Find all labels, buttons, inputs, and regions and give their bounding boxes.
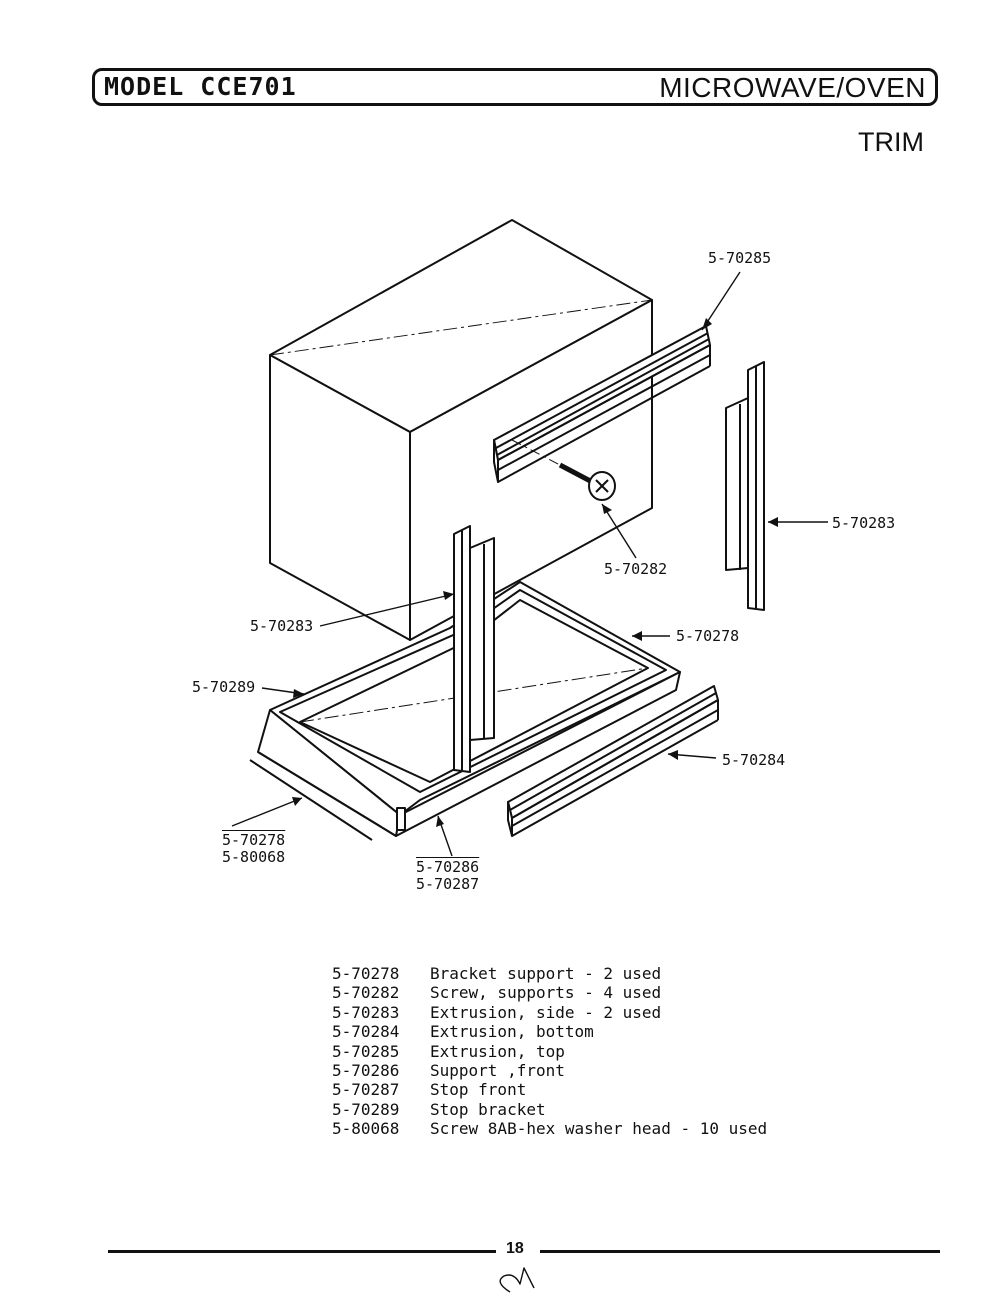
left-side-extrusion — [453, 525, 495, 773]
part-description: Screw 8AB-hex washer head - 10 used — [430, 1119, 768, 1139]
callout-corner-a: 5-70278 — [222, 831, 286, 849]
top-extrusion — [493, 325, 711, 483]
part-number: 5-80068 — [332, 1119, 400, 1139]
part-description: Stop bracket — [430, 1099, 546, 1119]
part-number: 5-70287 — [332, 1080, 400, 1100]
callout-front-group: 5-70286 5-70287 — [416, 859, 479, 893]
part-number: 5-70278 — [332, 964, 400, 983]
table-row: 5-70278 Bracket support - 2 used — [332, 964, 767, 983]
part-number: 5-70282 — [332, 983, 400, 1003]
leader-arrows — [292, 318, 778, 827]
part-number: 5-70285 — [332, 1041, 400, 1061]
page-number: 18 — [506, 1240, 524, 1257]
callout-screw: 5-70282 — [604, 560, 668, 578]
right-side-extrusion — [725, 361, 765, 611]
screw — [511, 439, 616, 501]
table-row: 5-70286 Support ,front — [332, 1061, 767, 1080]
callout-left-side-extrusion: 5-70283 — [250, 617, 314, 635]
callout-corner-group: 5-70278 5-80068 — [222, 832, 285, 866]
part-number: 5-70284 — [332, 1022, 400, 1042]
callout-front-b: 5-70287 — [416, 875, 480, 893]
product-label: MICROWAVE/OVEN — [659, 72, 926, 103]
section-title: TRIM — [858, 127, 924, 157]
callout-bottom-extrusion: 5-70284 — [722, 751, 786, 769]
footer-rule-left — [108, 1250, 496, 1253]
part-number: 5-70283 — [332, 1002, 400, 1022]
callout-stop-bracket: 5-70289 — [192, 678, 256, 696]
callout-right-side-extrusion: 5-70283 — [832, 514, 896, 532]
part-description: Support ,front — [430, 1061, 565, 1081]
callout-bracket-support: 5-70278 — [676, 627, 740, 645]
bottom-extrusion — [507, 685, 719, 837]
part-description: Extrusion, top — [430, 1041, 565, 1061]
part-description: Extrusion, side - 2 used — [430, 1002, 662, 1022]
table-row: 5-70285 Extrusion, top — [332, 1042, 767, 1061]
callout-top-extrusion: 5-70285 — [708, 249, 772, 267]
table-row: 5-70287 Stop front — [332, 1080, 767, 1099]
part-description: Screw, supports - 4 used — [430, 983, 662, 1003]
part-description: Stop front — [430, 1080, 527, 1100]
table-row: 5-70284 Extrusion, bottom — [332, 1022, 767, 1041]
callout-corner-b: 5-80068 — [222, 848, 286, 866]
footer-mark — [499, 1267, 535, 1293]
table-row: 5-70289 Stop bracket — [332, 1100, 767, 1119]
header-frame — [92, 68, 938, 106]
footer-rule-right — [540, 1250, 940, 1253]
callout-front-a: 5-70286 — [416, 858, 480, 876]
part-description: Bracket support - 2 used — [430, 964, 662, 983]
part-description: Extrusion, bottom — [430, 1022, 594, 1042]
table-row: 5-70282 Screw, supports - 4 used — [332, 983, 767, 1002]
part-number: 5-70289 — [332, 1099, 400, 1119]
model-label: MODEL CCE701 — [104, 72, 297, 101]
table-row: 5-80068 Screw 8AB-hex washer head - 10 us… — [332, 1119, 767, 1138]
table-row: 5-70283 Extrusion, side - 2 used — [332, 1003, 767, 1022]
part-number: 5-70286 — [332, 1061, 400, 1081]
